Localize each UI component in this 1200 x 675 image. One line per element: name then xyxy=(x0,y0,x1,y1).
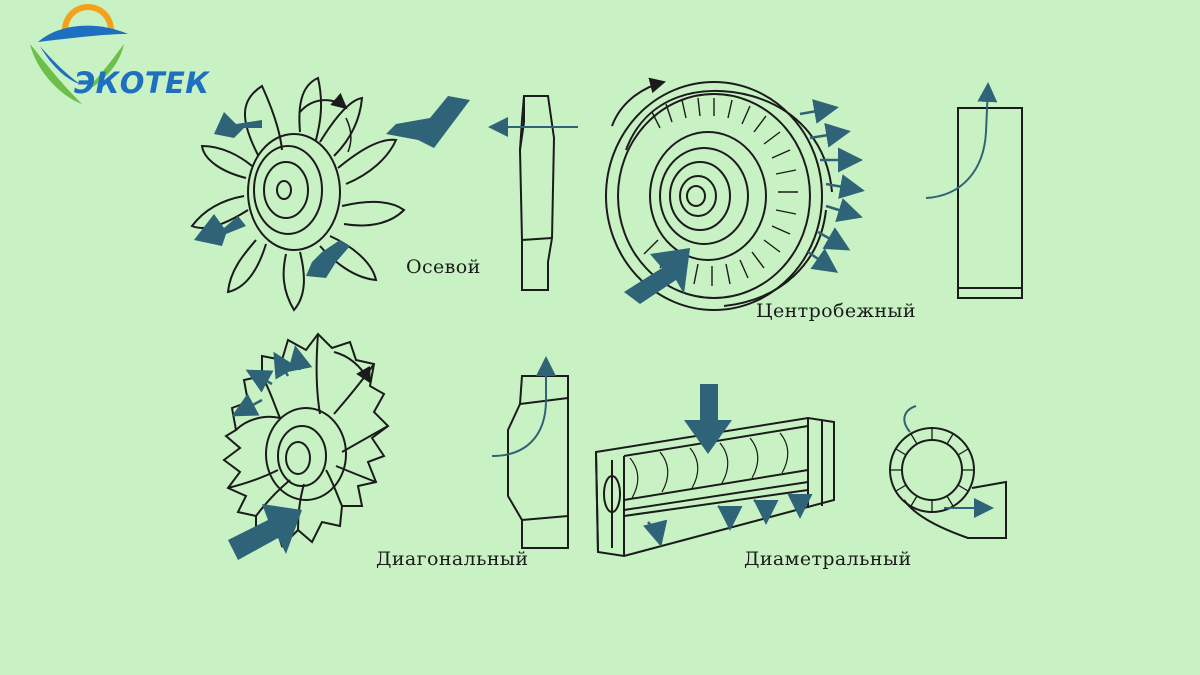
diametral-fan-drawing xyxy=(594,416,835,558)
diametral-side-view xyxy=(889,405,1007,539)
label-diagonal: Диагональный xyxy=(376,548,529,570)
label-axial: Осевой xyxy=(406,256,481,278)
centrifugal-inlet-arrow xyxy=(624,248,690,304)
diagonal-flow-arrows xyxy=(231,345,313,417)
axial-fan-side-view xyxy=(488,95,578,291)
diametral-flow-arrows xyxy=(643,493,813,547)
diametral-inlet-arrow xyxy=(684,384,732,454)
label-diametral: Диаметральный xyxy=(744,548,912,570)
centrifugal-flow-arrows xyxy=(799,99,865,273)
centrifugal-fan-drawing xyxy=(605,77,833,311)
diagonal-side-view xyxy=(491,356,569,549)
axial-fan-drawing xyxy=(190,76,406,312)
label-centrifugal: Центробежный xyxy=(756,300,917,322)
logo-text: ЭКОТЕК xyxy=(74,66,210,100)
axial-flow-arrows xyxy=(194,96,470,278)
diagonal-fan-drawing xyxy=(222,332,390,548)
centrifugal-side-view xyxy=(925,82,1023,299)
ekotek-logo xyxy=(30,4,128,104)
diagonal-inlet-arrow xyxy=(228,504,302,560)
